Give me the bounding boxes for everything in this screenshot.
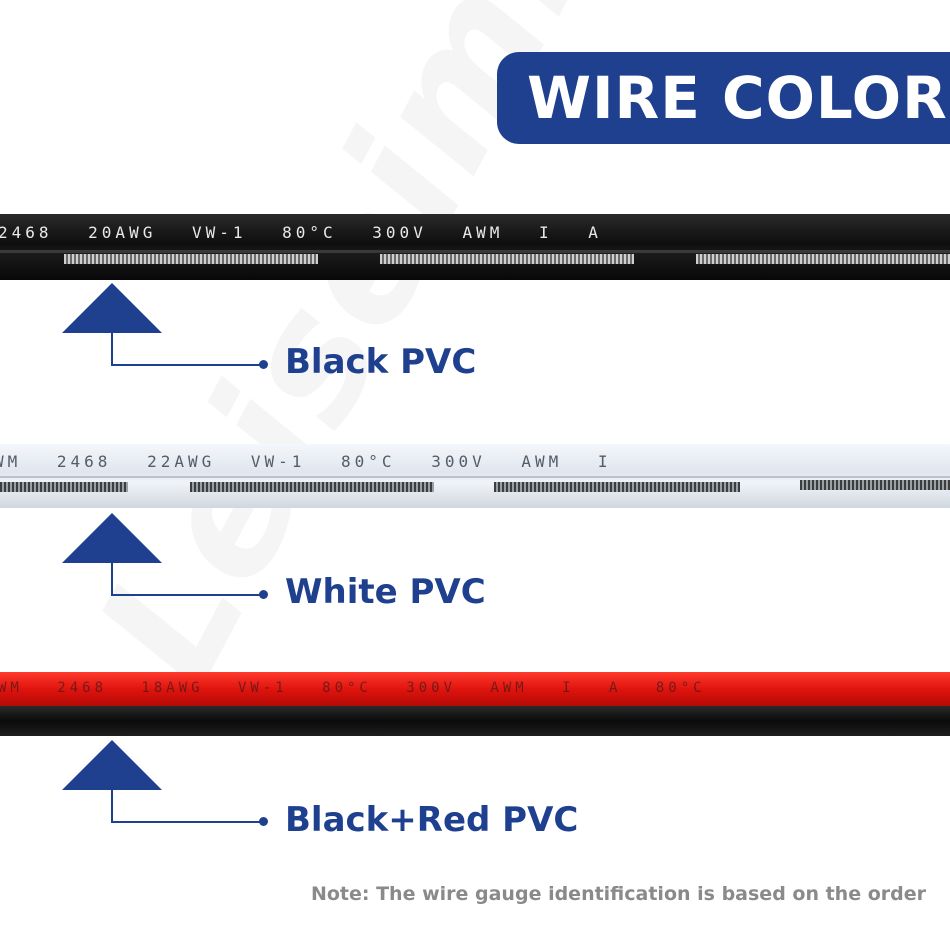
wire-seam [0, 476, 950, 478]
wire-marking-stripe [64, 254, 318, 264]
pointer-arrow-icon [62, 283, 162, 333]
leader-line [111, 364, 263, 366]
pointer-arrow-icon [62, 513, 162, 563]
leader-dot-icon [259, 817, 268, 826]
wire-marking-stripe [380, 254, 634, 264]
wire-marking-stripe [800, 480, 950, 490]
black-pvc-wire-pair [0, 706, 950, 736]
white-pvc-wire: WM 2468 22AWG VW-1 80°C 300V AWM I [0, 444, 950, 508]
leader-line [111, 594, 263, 596]
wire-print-text: WM 2468 18AWG VW-1 80°C 300V AWM I A 80°… [0, 680, 706, 696]
wire-print-text: 2468 20AWG VW-1 80°C 300V AWM I A [0, 223, 602, 242]
black-pvc-wire: 2468 20AWG VW-1 80°C 300V AWM I A [0, 214, 950, 280]
wire-label-white: White PVC [285, 572, 486, 612]
leader-line [111, 790, 113, 823]
wire-marking-stripe [494, 482, 740, 492]
footnote: Note: The wire gauge identification is b… [310, 883, 926, 905]
leader-dot-icon [259, 360, 268, 369]
leader-line [111, 333, 113, 366]
leader-line [111, 821, 263, 823]
red-pvc-wire: WM 2468 18AWG VW-1 80°C 300V AWM I A 80°… [0, 672, 950, 706]
wire-label-black: Black PVC [285, 342, 477, 382]
wire-label-black-red: Black+Red PVC [285, 800, 579, 840]
wire-print-text: WM 2468 22AWG VW-1 80°C 300V AWM I [0, 452, 612, 471]
wire-marking-stripe [190, 482, 434, 492]
wire-seam [0, 250, 950, 253]
wire-marking-stripe [0, 482, 128, 492]
page-title: WIRE COLOR [497, 52, 950, 144]
leader-line [111, 563, 113, 596]
pointer-arrow-icon [62, 740, 162, 790]
wire-marking-stripe [696, 254, 950, 264]
leader-dot-icon [259, 590, 268, 599]
